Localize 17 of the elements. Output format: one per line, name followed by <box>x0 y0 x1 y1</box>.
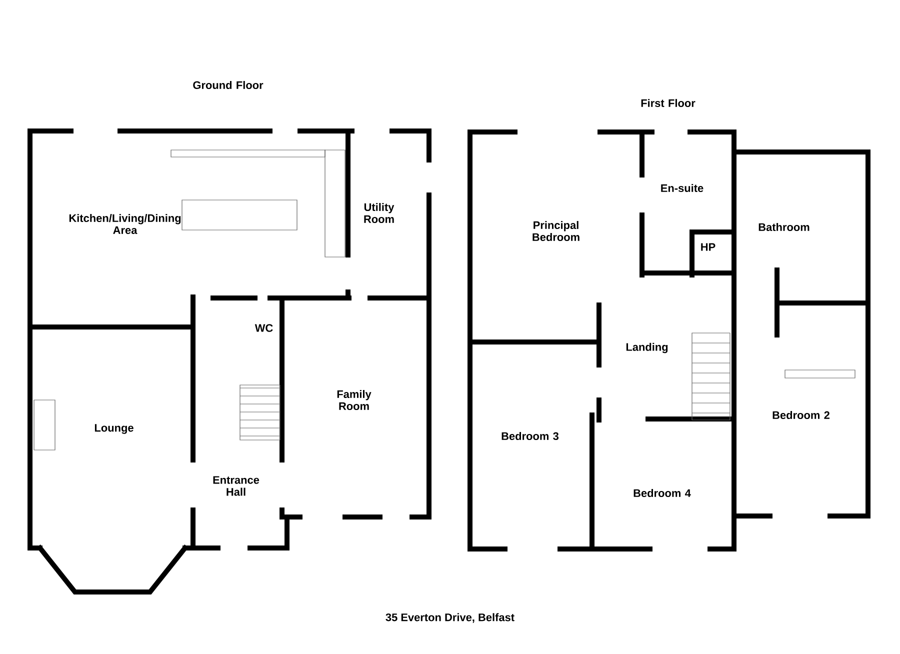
room-label: Principal Bedroom <box>532 221 580 241</box>
room-label: Bathroom <box>758 222 810 232</box>
room-label: Bedroom 3 <box>502 432 559 440</box>
room-label: En-suite <box>661 184 704 192</box>
address-caption: 35 Everton Drive, Belfast <box>386 613 514 623</box>
room-label: Bedroom 4 <box>634 488 691 498</box>
room-label: Lounge <box>94 424 134 434</box>
floor-title: Ground Floor <box>193 80 264 90</box>
room-label: Landing <box>626 342 668 354</box>
room-label: Entrance Hall <box>213 476 260 496</box>
room-label: HP <box>701 243 716 251</box>
room-label: Family Room <box>337 390 372 410</box>
room-label: WC <box>254 324 273 332</box>
room-label: Kitchen/Living/Dining Area <box>69 214 181 234</box>
room-label: Bedroom 2 <box>772 410 830 420</box>
room-label: Utility Room <box>364 203 394 223</box>
floor-title: First Floor <box>641 98 696 108</box>
